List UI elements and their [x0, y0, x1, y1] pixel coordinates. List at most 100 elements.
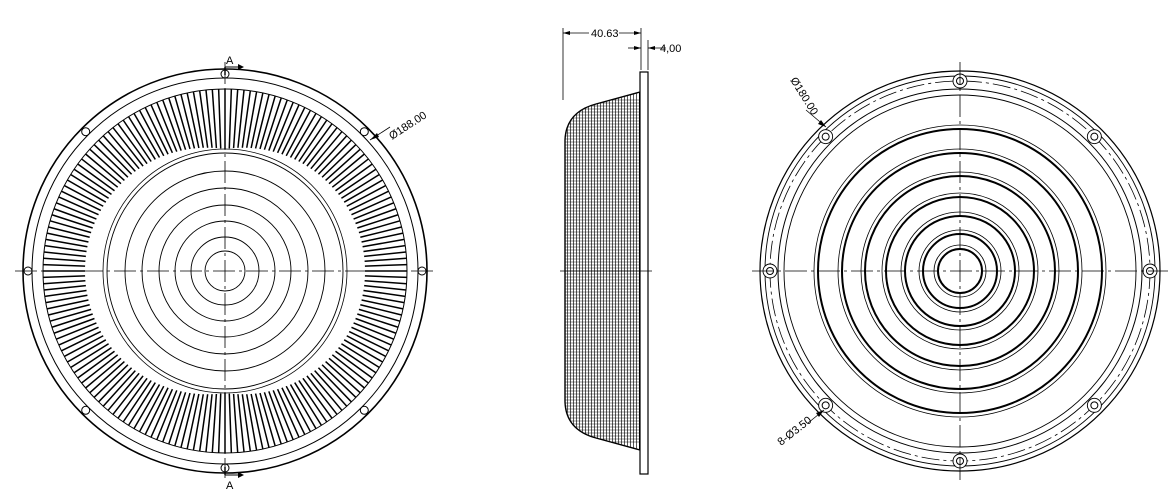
rib-line [325, 361, 361, 394]
rib-line [107, 131, 140, 170]
rib-line [285, 385, 312, 433]
rib-line [133, 384, 161, 429]
rib-line [358, 308, 401, 322]
rib-line [81, 354, 119, 384]
rib-line [348, 190, 389, 212]
side-view: 40.63 4,00 [560, 28, 681, 475]
rib-line [232, 393, 239, 453]
rib-line [351, 326, 392, 346]
rib-line [70, 173, 109, 199]
rib-line [44, 244, 87, 253]
rib-line [112, 127, 144, 167]
rib-line [217, 393, 222, 453]
rib-line [343, 179, 383, 203]
rib-line [310, 131, 343, 170]
rib-line [357, 214, 399, 229]
rib-line [43, 251, 86, 258]
rib-line [192, 394, 205, 451]
rib-line [205, 89, 213, 148]
rib-line [162, 99, 182, 151]
rib-line [346, 184, 387, 207]
front-diameter-label: Ø188.00 [387, 109, 429, 142]
rib-line [45, 238, 88, 248]
rib-line [364, 284, 407, 291]
rib-line [48, 304, 90, 316]
rib-line [363, 244, 406, 253]
rib-line [241, 90, 252, 148]
bolt-circle-label: Ø180.00 [787, 75, 820, 117]
rib-line [81, 158, 119, 188]
flange-thickness-dimension: 4,00 [628, 40, 681, 70]
rib-line [198, 394, 209, 452]
rib-line [156, 101, 178, 152]
rib-line [180, 94, 196, 149]
rib-line [335, 350, 373, 379]
rib-line [61, 330, 102, 352]
rib-line [314, 135, 348, 172]
rib-line [263, 392, 282, 445]
rib-line [46, 299, 89, 310]
rib-line [211, 89, 218, 149]
rib-line [228, 393, 233, 453]
front-mounting-holes [23, 69, 427, 473]
section-label-bottom: A [226, 480, 234, 492]
rib-line [317, 139, 352, 175]
rib-line [144, 387, 169, 435]
rib-line [364, 275, 407, 279]
rib-line [63, 335, 104, 358]
rib-line [67, 179, 107, 203]
section-label-top: A [226, 55, 234, 67]
rib-line [70, 343, 109, 369]
rib-line [93, 144, 129, 178]
rib-line [77, 163, 115, 192]
rib-line [331, 158, 369, 188]
rib-line [358, 220, 401, 234]
rib-line [263, 97, 282, 150]
rib-line [211, 393, 218, 453]
rib-line [331, 354, 369, 384]
rib-line [306, 127, 338, 167]
back-mounting-hole [1090, 401, 1099, 410]
rib-line [294, 116, 323, 160]
rib-line [348, 330, 389, 352]
rib-line [133, 113, 161, 158]
rib-line [362, 238, 405, 248]
rib-line [298, 119, 328, 162]
rib-line [67, 339, 107, 363]
rib-line [250, 393, 264, 450]
rib-line [250, 92, 264, 149]
rib-line [73, 346, 112, 374]
rib-line [63, 184, 104, 207]
front-view: A A Ø188.00 [15, 55, 437, 492]
rib-line [341, 173, 380, 199]
rib-line [162, 391, 182, 443]
rib-line [232, 89, 239, 149]
rib-line [338, 346, 377, 374]
rib-line [55, 202, 97, 220]
rib-line [150, 104, 174, 154]
flange-thickness-label: 4,00 [660, 43, 681, 55]
rib-line [174, 95, 191, 150]
back-mounting-hole [821, 401, 830, 410]
rib-line [276, 388, 300, 438]
rib-line [361, 232, 404, 243]
rib-line [85, 357, 122, 389]
rib-line [49, 308, 92, 322]
rib-line [43, 280, 86, 285]
rib-line [73, 168, 112, 196]
rib-line [317, 367, 352, 403]
rib-line [107, 372, 140, 411]
rib-line [353, 202, 395, 220]
rib-line [254, 393, 270, 448]
front-mounting-hole [359, 405, 369, 415]
rib-line [198, 90, 209, 148]
rib-line [122, 380, 152, 423]
rib-line [328, 357, 365, 389]
rib-line [306, 375, 338, 415]
rib-line [98, 367, 133, 403]
rib-line [43, 275, 86, 279]
rib-line [48, 226, 90, 238]
front-mounting-hole [81, 405, 91, 415]
rib-line [44, 289, 87, 298]
rib-line [364, 280, 407, 285]
